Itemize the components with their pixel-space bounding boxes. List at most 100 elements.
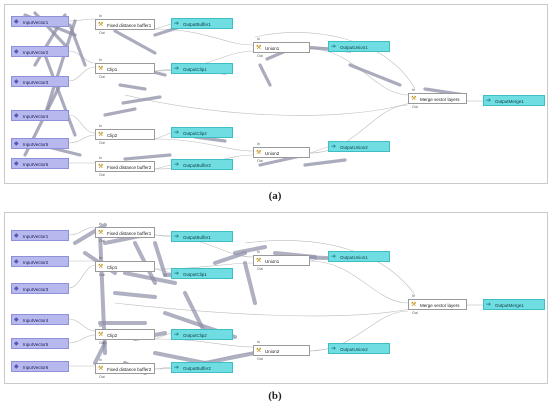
output-node[interactable]: ➔OutputBuffer1 — [171, 18, 233, 29]
output-node[interactable]: ➔OutputUnion2 — [328, 343, 390, 354]
algorithm-node[interactable]: ⚒Fixed distance buffer2 — [95, 161, 155, 172]
input-node[interactable]: ◆InputVector4 — [11, 110, 69, 121]
input-port[interactable]: In — [99, 58, 102, 62]
algorithm-node[interactable]: ⚒Union1 — [253, 42, 310, 53]
node-label: OutputMerge1 — [495, 99, 524, 104]
output-node[interactable]: ➔OutputUnion2 — [328, 141, 390, 152]
diamond-icon: ◆ — [14, 317, 19, 323]
input-port[interactable]: In — [412, 88, 415, 92]
arrow-right-icon: ➔ — [174, 21, 180, 27]
output-port[interactable]: Out — [99, 239, 105, 243]
output-port[interactable]: Out — [99, 141, 105, 145]
diamond-icon: ◆ — [14, 79, 19, 85]
output-port[interactable]: Out — [257, 267, 263, 271]
node-label: OutputUnion1 — [340, 45, 368, 50]
arrow-right-icon: ➔ — [174, 162, 180, 168]
output-port[interactable]: Out — [412, 105, 418, 109]
output-port[interactable]: Out — [99, 173, 105, 177]
node-label: OutputClip2 — [183, 333, 207, 338]
input-port[interactable]: In — [257, 142, 260, 146]
output-port[interactable]: Out — [99, 375, 105, 379]
node-label: OutputBuffer1 — [183, 235, 211, 240]
output-node[interactable]: ➔OutputBuffer2 — [171, 159, 233, 170]
node-label: InputVector5 — [23, 142, 49, 147]
algorithm-node[interactable]: ⚒Clip2 — [95, 329, 155, 340]
output-port[interactable]: Out — [99, 341, 105, 345]
input-port[interactable]: In — [99, 14, 102, 18]
input-port[interactable]: In — [257, 250, 260, 254]
connections-b — [68, 223, 483, 375]
input-node[interactable]: ◆InputVector2 — [11, 46, 69, 57]
algorithm-node[interactable]: ⚒Union2 — [253, 345, 310, 356]
input-node[interactable]: ◆InputVector6 — [11, 158, 69, 169]
node-label: OutputClip2 — [183, 131, 207, 136]
algorithm-node[interactable]: ⚒Fixed distance buffer1 — [95, 19, 155, 30]
input-port[interactable]: In — [257, 340, 260, 344]
node-label: InputVector3 — [23, 287, 49, 292]
algorithm-node[interactable]: ⚒Merge vector layers — [408, 299, 467, 310]
output-port[interactable]: Out — [412, 311, 418, 315]
output-node[interactable]: ➔OutputBuffer1 — [171, 231, 233, 242]
diamond-icon: ◆ — [14, 233, 19, 239]
output-port[interactable]: Out — [99, 273, 105, 277]
input-port[interactable]: In — [412, 294, 415, 298]
wrench-icon: ⚒ — [411, 302, 417, 308]
diamond-icon: ◆ — [14, 49, 19, 55]
output-node[interactable]: ➔OutputClip1 — [171, 268, 233, 279]
wrench-icon: ⚒ — [411, 96, 417, 102]
wrench-icon: ⚒ — [98, 66, 104, 72]
output-port[interactable]: Out — [99, 75, 105, 79]
algorithm-node[interactable]: ⚒Clip2 — [95, 129, 155, 140]
arrow-right-icon: ➔ — [331, 44, 337, 50]
output-port[interactable]: Out — [257, 159, 263, 163]
input-node[interactable]: ◆InputVector5 — [11, 138, 69, 149]
algorithm-node[interactable]: ⚒Fixed distance buffer2 — [95, 363, 155, 374]
output-port[interactable]: Out — [257, 357, 263, 361]
output-node[interactable]: ➔OutputClip2 — [171, 127, 233, 138]
node-label: InputVector5 — [23, 342, 49, 347]
output-node[interactable]: ➔OutputMerge1 — [483, 299, 545, 310]
output-node[interactable]: ➔OutputClip2 — [171, 329, 233, 340]
node-label: Union1 — [265, 46, 280, 51]
node-label: InputVector4 — [23, 114, 49, 119]
algorithm-node[interactable]: ⚒Fixed distance buffer1 — [95, 227, 155, 238]
arrow-right-icon: ➔ — [331, 254, 337, 260]
diagram-panel-b: ◆InputVector1◆InputVector2◆InputVector3◆… — [4, 212, 548, 384]
input-port[interactable]: In — [99, 324, 102, 328]
wrench-icon: ⚒ — [256, 150, 262, 156]
node-label: Fixed distance buffer2 — [107, 367, 152, 372]
node-label: OutputBuffer2 — [183, 366, 211, 371]
input-node[interactable]: ◆InputVector5 — [11, 338, 69, 349]
output-node[interactable]: ➔OutputClip1 — [171, 63, 233, 74]
diamond-icon: ◆ — [14, 259, 19, 265]
node-label: InputVector6 — [23, 365, 49, 370]
input-port[interactable]: In — [99, 124, 102, 128]
output-port[interactable]: Out — [99, 31, 105, 35]
input-port[interactable]: In — [99, 358, 102, 362]
input-node[interactable]: ◆InputVector6 — [11, 361, 69, 372]
input-node[interactable]: ◆InputVector3 — [11, 76, 69, 87]
output-node[interactable]: ➔OutputUnion1 — [328, 251, 390, 262]
input-node[interactable]: ◆InputVector3 — [11, 283, 69, 294]
input-port[interactable]: In — [99, 156, 102, 160]
input-port[interactable]: In — [99, 256, 102, 260]
input-port[interactable]: In — [99, 222, 102, 226]
algorithm-node[interactable]: ⚒Clip1 — [95, 261, 155, 272]
output-port[interactable]: Out — [257, 54, 263, 58]
wrench-icon: ⚒ — [256, 45, 262, 51]
diamond-icon: ◆ — [14, 161, 19, 167]
input-node[interactable]: ◆InputVector2 — [11, 256, 69, 267]
input-port[interactable]: In — [257, 37, 260, 41]
output-node[interactable]: ➔OutputBuffer2 — [171, 362, 233, 373]
algorithm-node[interactable]: ⚒Union1 — [253, 255, 310, 266]
output-node[interactable]: ➔OutputUnion1 — [328, 41, 390, 52]
algorithm-node[interactable]: ⚒Merge vector layers — [408, 93, 467, 104]
input-node[interactable]: ◆ InputVector1 — [11, 230, 69, 241]
algorithm-node[interactable]: ⚒Union2 — [253, 147, 310, 158]
node-label: InputVector1 — [23, 234, 49, 239]
arrow-right-icon: ➔ — [486, 302, 492, 308]
algorithm-node[interactable]: ⚒Clip1 — [95, 63, 155, 74]
input-node[interactable]: ◆InputVector1 — [11, 16, 69, 27]
input-node[interactable]: ◆InputVector4 — [11, 314, 69, 325]
output-node[interactable]: ➔OutputMerge1 — [483, 95, 545, 106]
